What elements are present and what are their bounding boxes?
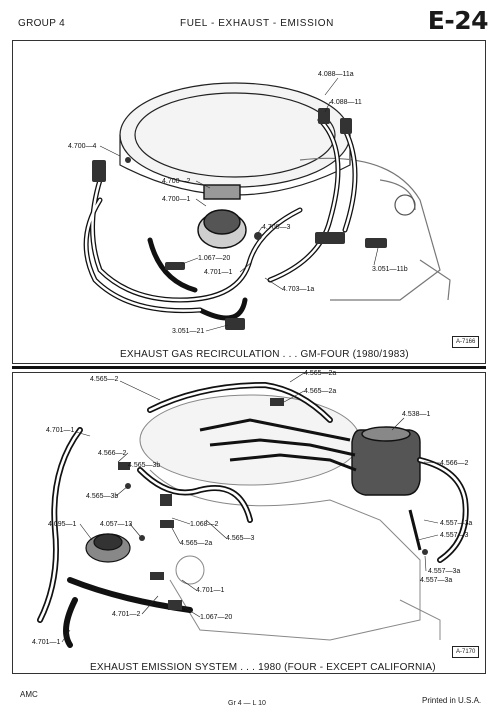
label-4-088-11a: 4.088—11a [318,71,354,78]
label-4-095-1: 4.095—1 [48,521,77,528]
air-cleaner-drawing [119,82,451,301]
egr-leader-lines [99,77,379,332]
label-4-057-13: 4.057—13 [100,521,132,528]
hoses-inner [85,118,357,312]
label-4-557-3: 4.557—3 [440,532,469,539]
pipes-drawing [199,418,422,551]
label-4-700-2: 4.700—2 [162,178,191,185]
page-number: E-24 [427,6,489,35]
egr-ref-code: A-7166 [452,336,480,348]
footer-publisher: AMC [20,690,38,699]
canister-drawing [351,426,421,496]
emission-hoses-inner [38,383,467,622]
valve-drawing [85,533,131,563]
emission-leader-lines [61,372,441,643]
section-divider [12,366,486,369]
footer-section-code: Gr 4 — L 10 [228,700,266,707]
group-label: GROUP 4 [18,18,65,29]
label-4-565-2: 4.565—2 [90,376,119,383]
label-4-565-2a-mid: 4.565—2a [304,388,336,395]
figure-egr-panel [12,40,486,364]
label-1-068-2: 1.068—2 [190,521,219,528]
label-4-565-2a-bottom: 4.565—2a [180,540,212,547]
label-4-565-3: 4.565—3 [226,535,255,542]
emission-ref-code: A-7170 [452,646,480,658]
emission-caption: EXHAUST EMISSION SYSTEM . . . 1980 (FOUR… [90,662,436,673]
label-4-566-2-right: 4.566—2 [440,460,469,467]
label-4-538-1: 4.538—1 [402,411,431,418]
label-1-067-20: 1.067—20 [198,255,230,262]
label-3-051-21: 3.051—21 [172,328,204,335]
emission-labels: 4.565—2 4.565—2a 4.565—2a 4.538—1 4.701—… [32,370,472,646]
label-4-557-3a-2: 4.557—3a [428,568,460,575]
label-4-700-4: 4.700—4 [68,143,97,150]
label-4-565-2a-top: 4.565—2a [304,370,336,377]
label-4-701-1-bottom: 4.701—1 [32,639,61,646]
label-4-700-3: 4.700—3 [262,224,291,231]
egr-valve-drawing [197,184,247,249]
label-4-565-3b-mid: 4.565—3b [86,493,118,500]
label-4-565-3b-top: 4.565—3b [128,462,160,469]
label-4-701-1-top: 4.701—1 [46,427,75,434]
label-4-700-1: 4.700—1 [162,196,191,203]
label-4-557-3a-3: 4.557—3a [420,577,452,584]
label-4-566-2-left-top: 4.566—2 [98,450,127,457]
label-4-557-3a-1: 4.557—3a [440,520,472,527]
label-4-088-11: 4.088—11 [330,99,362,106]
egr-labels: 4.088—11a 4.088—11 4.700—4 4.700—2 4.700… [68,71,408,335]
label-1-067-20-bottom: 1.067—20 [200,614,232,621]
figure-emission-panel [12,372,486,674]
section-title: FUEL - EXHAUST - EMISSION [180,18,334,29]
label-4-701-1: 4.701—1 [204,269,233,276]
label-3-051-11b: 3.051—11b [372,266,408,273]
footer-printed: Printed in U.S.A. [422,696,482,705]
label-4-701-1-mid: 4.701—1 [196,587,225,594]
connectors-drawing [92,108,387,330]
label-4-703-1a: 4.703—1a [282,286,314,293]
label-4-701-2: 4.701—2 [112,611,141,618]
egr-caption: EXHAUST GAS RECIRCULATION . . . GM-FOUR … [120,349,409,360]
